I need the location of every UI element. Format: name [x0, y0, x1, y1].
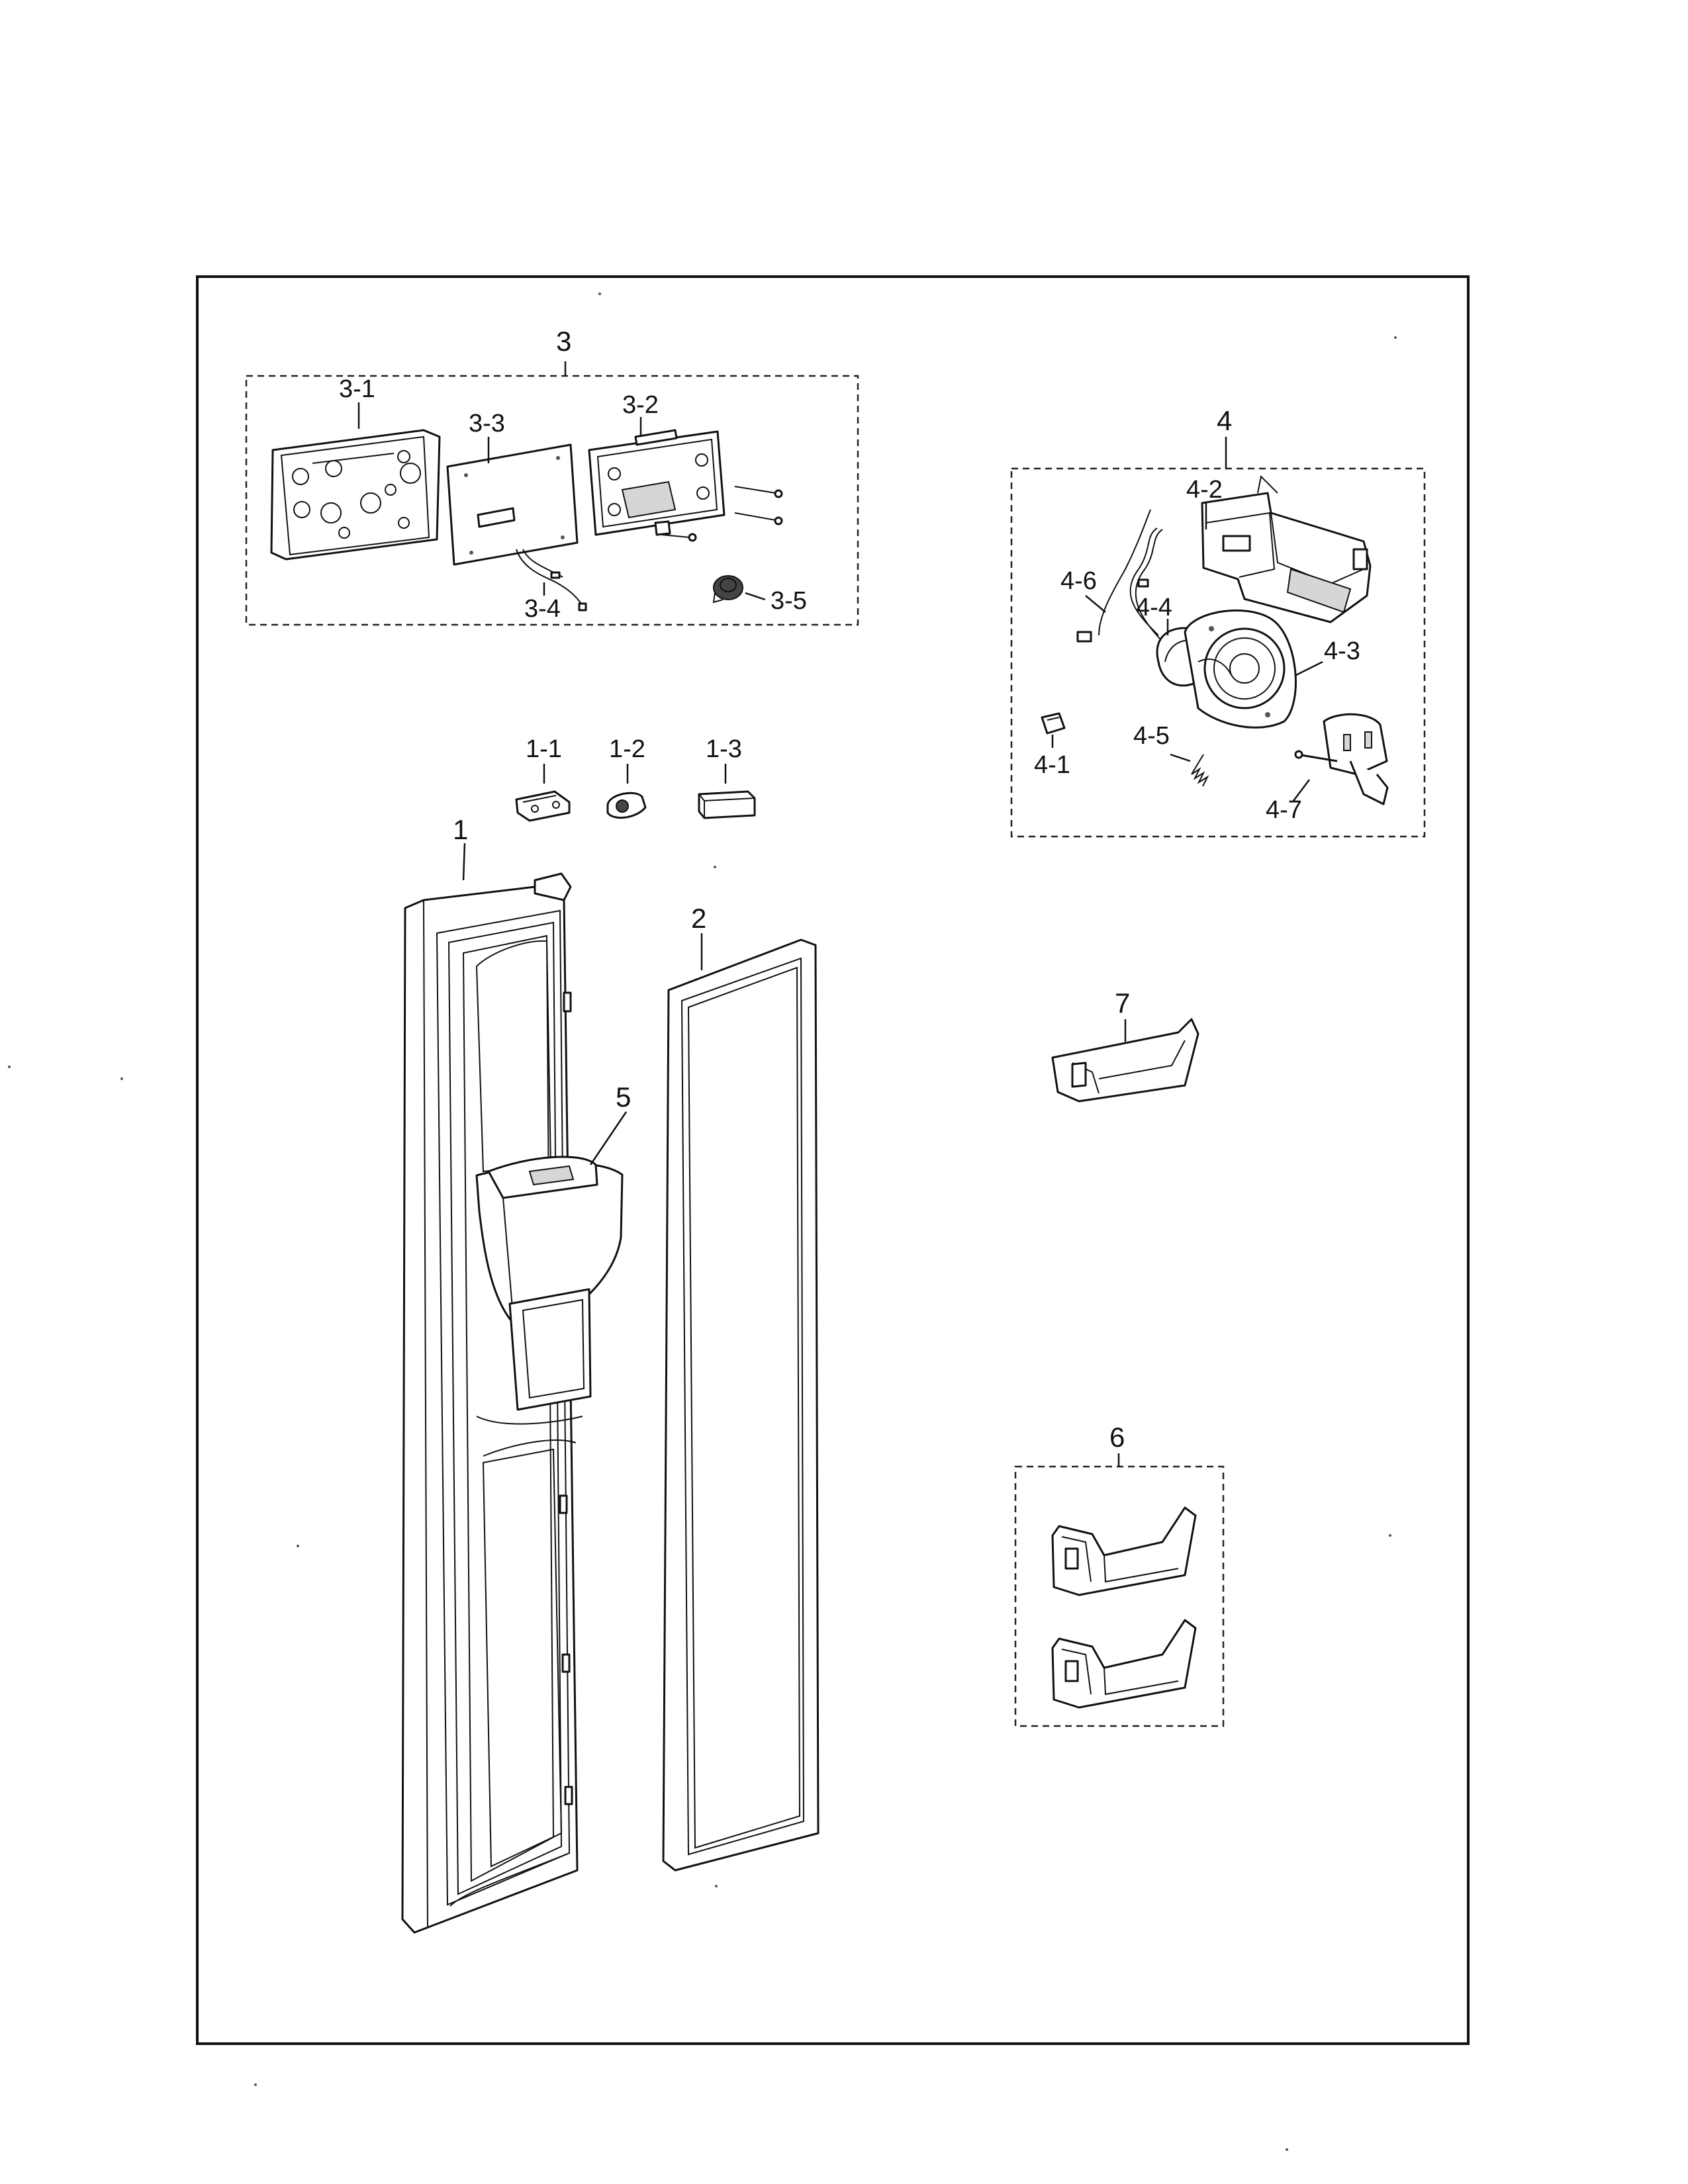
callout-1: 1	[453, 814, 468, 845]
callout-3-2: 3-2	[622, 391, 659, 419]
part-1-2-hinge-cover	[606, 792, 647, 819]
screws	[661, 486, 783, 542]
part-4-1-clip	[1041, 712, 1066, 735]
part-4-6-wire	[1076, 509, 1163, 643]
callout-3-4: 3-4	[524, 595, 561, 623]
part-6-guard-lower	[1051, 1619, 1197, 1709]
part-1-1-hinge	[515, 790, 571, 822]
part-3-2-front-panel	[588, 429, 726, 536]
part-3-1-back-panel	[270, 429, 441, 561]
callout-4-2: 4-2	[1186, 476, 1223, 504]
callout-3: 3	[556, 326, 571, 357]
callout-4: 4	[1217, 405, 1232, 436]
callout-4-5: 4-5	[1133, 722, 1170, 750]
callout-6: 6	[1109, 1422, 1125, 1453]
group-4-dashed-box	[1010, 467, 1426, 838]
part-6-guard-upper	[1051, 1506, 1197, 1596]
group-3-panel-assembly: 3 3-1 3-3	[245, 326, 859, 626]
group-4-dispenser-assembly: 4 4-2 4-6 4-4	[1010, 405, 1426, 838]
part-4-5-spring	[1191, 754, 1209, 787]
group-3-dashed-box	[245, 375, 859, 626]
part-2-gasket	[662, 938, 820, 1872]
callout-1-1: 1-1	[526, 735, 562, 763]
callout-4-7: 4-7	[1266, 796, 1302, 824]
callout-4-1: 4-1	[1034, 751, 1070, 779]
part-7-door-guard	[1051, 1018, 1199, 1103]
callout-4-3: 4-3	[1324, 637, 1360, 665]
part-4-2-housing	[1201, 475, 1372, 623]
part-1-door	[401, 872, 624, 1934]
part-4-7-flap	[1294, 713, 1389, 805]
part-4-3-motor-housing	[1184, 609, 1297, 729]
callout-3-1: 3-1	[339, 375, 375, 403]
part-1-3-block	[698, 790, 756, 819]
callout-3-3: 3-3	[469, 410, 505, 437]
callout-4-4: 4-4	[1136, 594, 1172, 621]
callout-1-3: 1-3	[706, 735, 742, 763]
callout-5: 5	[616, 1081, 631, 1113]
part-3-3-sheet	[446, 443, 579, 566]
callout-2: 2	[691, 903, 706, 934]
callout-4-6: 4-6	[1060, 567, 1097, 595]
group-6-guards: 6	[1014, 1422, 1225, 1727]
scan-specks	[8, 293, 1397, 2151]
part-3-5-knob	[712, 575, 743, 604]
part-3-4-wire-harness	[516, 549, 587, 612]
callout-3-5: 3-5	[771, 587, 807, 615]
callout-7: 7	[1115, 987, 1130, 1019]
callout-1-2: 1-2	[609, 735, 645, 763]
diagram-frame	[196, 275, 1470, 2045]
